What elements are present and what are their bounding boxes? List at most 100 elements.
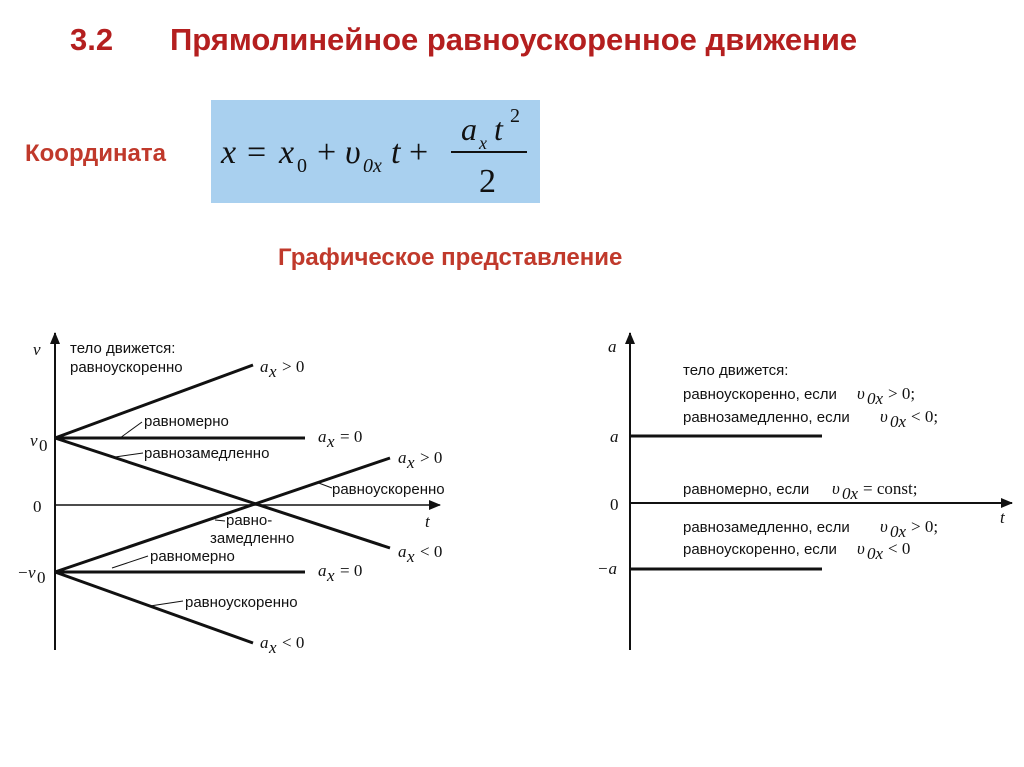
pointer-decelerated-top <box>114 452 144 458</box>
formula-num-a: a <box>461 111 477 147</box>
v-label-decelerated-mid-2: замедленно <box>210 530 294 547</box>
v-body-moves: тело движется: <box>70 340 175 357</box>
tick-neg-v0-sub: 0 <box>37 568 46 587</box>
a-line-2-text: равнозамедленно, если <box>683 409 850 426</box>
slide-title-text: Прямолинейное равноускоренное движение <box>170 22 858 57</box>
formula-x: x <box>220 134 236 171</box>
tick-a: a <box>610 427 619 446</box>
a-line-1-text: равноускоренно, если <box>683 386 837 403</box>
ax-lt0-bottom: a x < 0 <box>260 633 304 657</box>
formula-plus-2: + <box>409 134 428 171</box>
formula-box: x = x 0 + υ 0x t + a x t 2 2 <box>211 100 540 203</box>
ax-symbol: a <box>260 357 269 376</box>
a-line-5: равноускоренно, если υ 0x < 0 <box>683 539 910 563</box>
v-label-accelerated-bottom: равноускоренно <box>185 594 298 611</box>
tick-neg-a: −a <box>597 559 617 578</box>
pointer-uniform-bottom <box>111 555 149 569</box>
formula-v: υ <box>345 134 361 171</box>
pointer-accelerated-mid <box>315 481 333 489</box>
formula-equals: = <box>247 134 266 171</box>
t-axis-label: t <box>425 512 431 531</box>
v0x-symbol: υ <box>880 517 888 536</box>
line-neg-v0-decelerated <box>54 456 391 574</box>
ax-symbol: a <box>318 427 327 446</box>
a-line-5-text: равноускоренно, если <box>683 541 837 558</box>
ax-symbol: a <box>260 633 269 652</box>
ax-gt0-top: a x > 0 <box>260 357 304 381</box>
ax-subscript: x <box>268 638 277 657</box>
ax-relation: > 0 <box>282 357 304 376</box>
ax-symbol: a <box>398 542 407 561</box>
v-label-decelerated-top: равнозамедленно <box>144 445 269 462</box>
a-line-3-relation: = const; <box>863 479 917 498</box>
a-t-axis-label: t <box>1000 508 1006 527</box>
v0x-subscript: 0x <box>867 389 884 408</box>
a-line-3-text: равномерно, если <box>683 481 809 498</box>
a-body-moves: тело движется: <box>683 362 788 379</box>
ax-lt0-mid: a x < 0 <box>398 542 442 566</box>
formula-t: t <box>391 134 402 171</box>
formula-x0: x <box>278 134 294 171</box>
ax-subscript: x <box>268 362 277 381</box>
a-line-4: равнозамедленно, если υ 0x > 0; <box>683 517 938 541</box>
velocity-graph: v t v 0 0 − v 0 тело движется: равноуско… <box>18 332 445 657</box>
a-line-1-relation: > 0; <box>888 384 915 403</box>
tick-neg-v0-minus: − <box>18 563 28 582</box>
ax-eq0-bottom: a x = 0 <box>318 561 362 585</box>
formula-num-a-sub: x <box>478 133 487 153</box>
line-v0-decelerated <box>54 436 391 550</box>
line-neg-v0-accelerated <box>54 570 254 645</box>
tick-v0-sub: 0 <box>39 436 48 455</box>
graph-heading: Графическое представление <box>278 244 623 271</box>
ax-relation: < 0 <box>282 633 304 652</box>
ax-relation: = 0 <box>340 561 362 580</box>
ax-subscript: x <box>406 547 415 566</box>
a-line-2: равнозамедленно, если υ 0x < 0; <box>683 407 938 431</box>
ax-subscript: x <box>406 453 415 472</box>
v0x-symbol: υ <box>832 479 840 498</box>
v0x-symbol: υ <box>857 539 865 558</box>
formula-num-exp: 2 <box>510 105 520 127</box>
formula-x0-sub: 0 <box>297 155 307 177</box>
ax-subscript: x <box>326 432 335 451</box>
ax-symbol: a <box>398 448 407 467</box>
a-axis-label: a <box>608 337 617 356</box>
formula-plus-1: + <box>317 134 336 171</box>
v-label-decelerated-mid-1: равно- <box>226 512 272 529</box>
pointer-decelerated-mid <box>214 519 226 522</box>
a-line-5-relation: < 0 <box>888 539 910 558</box>
coordinate-formula: x = x 0 + υ 0x t + a x t 2 2 <box>220 105 527 200</box>
formula-den: 2 <box>479 163 496 200</box>
slide-number: 3.2 <box>70 22 114 57</box>
v0x-subscript: 0x <box>890 412 907 431</box>
line-v0-accelerated <box>54 363 254 440</box>
v0x-subscript: 0x <box>842 484 859 503</box>
a-line-2-relation: < 0; <box>911 407 938 426</box>
ax-relation: = 0 <box>340 427 362 446</box>
coordinate-label: Координата <box>25 140 166 167</box>
v-label-accelerated-top: равноускоренно <box>70 359 183 376</box>
pointer-uniform-top <box>119 421 143 439</box>
pointer-accelerated-bottom <box>149 600 184 607</box>
v-label-uniform-bottom: равномерно <box>150 548 235 565</box>
ax-relation: < 0 <box>420 542 442 561</box>
v-label-uniform-top: равномерно <box>144 413 229 430</box>
a-tick-zero: 0 <box>610 495 619 514</box>
ax-gt0-mid: a x > 0 <box>398 448 442 472</box>
v-label-accelerated-mid: равноускоренно <box>332 481 445 498</box>
slide-title: 3.2 Прямолинейное равноускоренное движени… <box>70 22 857 58</box>
v0x-symbol: υ <box>880 407 888 426</box>
tick-zero: 0 <box>33 497 42 516</box>
formula-v-sub: 0x <box>363 155 382 177</box>
ax-relation: > 0 <box>420 448 442 467</box>
tick-v0: v <box>30 431 38 450</box>
ax-symbol: a <box>318 561 327 580</box>
v0x-symbol: υ <box>857 384 865 403</box>
acceleration-graph: a t a 0 −a тело движется: равноускоренно… <box>597 332 1013 650</box>
a-line-3: равномерно, если υ 0x = const; <box>683 479 917 503</box>
ax-eq0-top: a x = 0 <box>318 427 362 451</box>
v0x-subscript: 0x <box>867 544 884 563</box>
tick-neg-v0: v <box>28 563 36 582</box>
a-line-4-text: равнозамедленно, если <box>683 519 850 536</box>
a-line-1: равноускоренно, если υ 0x > 0; <box>683 384 915 408</box>
